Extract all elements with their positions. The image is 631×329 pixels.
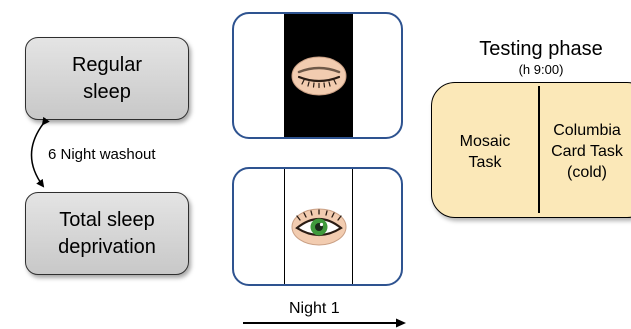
night-label: Night 1 [289,300,340,317]
regular-sleep-box: Regular sleep [25,37,189,120]
testing-phase-box: Mosaic Task Columbia Card Task (cold) [431,82,631,218]
mosaic-task-label: Mosaic Task [459,133,511,171]
open-eye-icon [291,208,346,245]
regular-sleep-label: Regular sleep [71,53,143,103]
testing-time: (h 9:00) [518,62,564,77]
washout-label: 6 Night washout [48,146,156,163]
closed-eye-icon [291,56,346,95]
total-sleep-deprivation-box: Total sleep deprivation [25,192,189,275]
sleep-night-panel [232,12,403,139]
columbia-card-task-label: Columbia Card Task (cold) [551,122,623,181]
deprivation-night-panel [232,167,403,286]
dark-night-band [284,14,353,137]
testing-phase-title: Testing phase [479,38,603,60]
task-divider [538,86,540,213]
light-night-band [284,169,353,284]
total-sleep-deprivation-label: Total sleep deprivation [58,208,156,258]
